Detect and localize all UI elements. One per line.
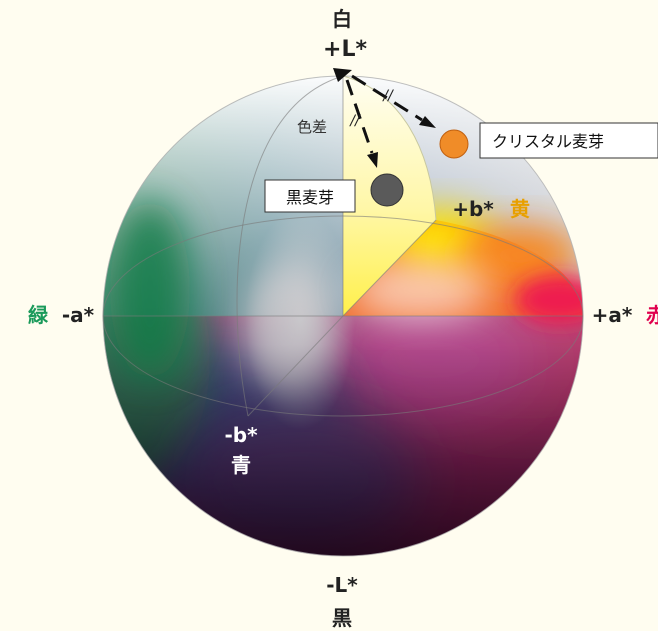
minus-a-label: -a* [62,303,95,327]
black-malt-dot [370,173,404,207]
blue-label: 青 [231,453,251,477]
black-label: 黒 [332,606,352,630]
color-sphere [102,75,584,557]
plus-b-label: +b* [452,197,494,221]
arrowhead-crystal-malt [419,116,436,128]
color-difference-arrows [333,68,436,168]
equal-mark-diagonal: // [381,88,394,104]
equal-mark-vertical: // [348,113,361,129]
white-label: 白 [332,7,352,31]
yellow-label: 黄 [510,197,530,221]
arrowhead-black-malt [367,152,378,168]
plus-a-label: +a* [592,303,633,327]
crystal-malt-label-box [479,122,658,159]
black-malt-label-box [264,179,356,213]
minus-b-label: -b* [224,423,258,447]
crystal-malt-dot [439,129,469,159]
color-difference-label: 色差 [297,118,327,136]
arrowhead-origin [333,68,352,82]
black-malt-label: 黒麦芽 [286,188,334,207]
red-label: 赤 [646,303,658,327]
crystal-malt-label: クリスタル麦芽 [492,132,604,151]
minus-l-label: -L* [326,573,358,597]
green-label: 緑 [28,303,49,327]
plus-l-label: +L* [323,37,367,62]
